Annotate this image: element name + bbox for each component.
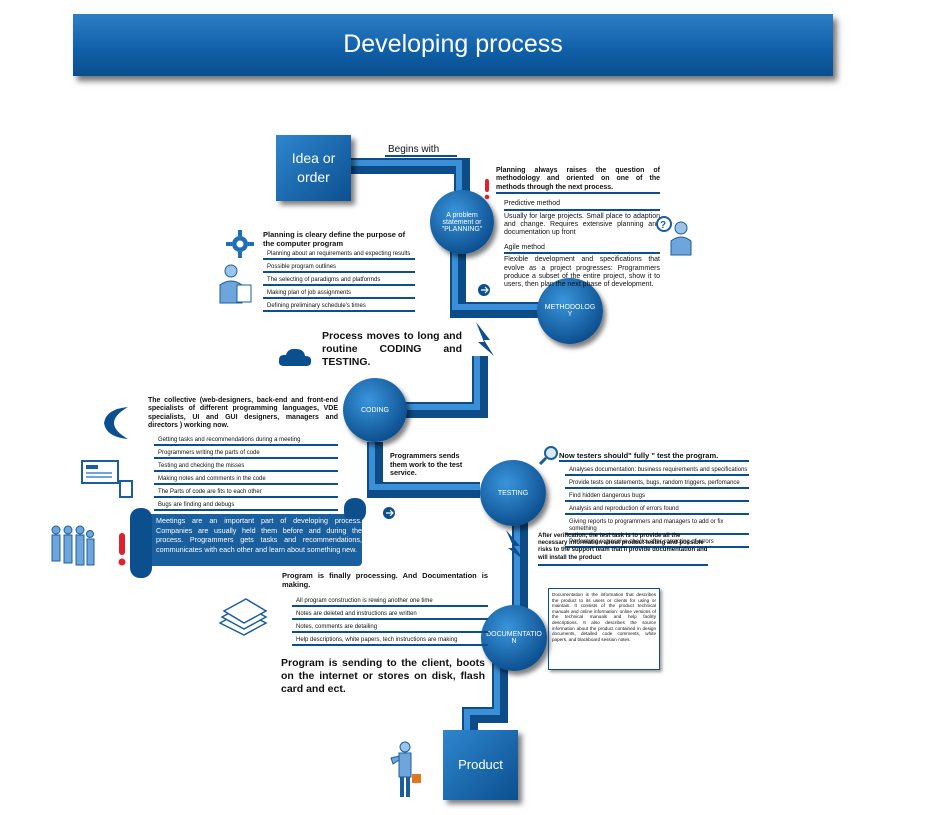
product-box: Product <box>443 730 518 800</box>
computer-icon <box>81 460 133 498</box>
methodology-circle: METHODOLOG Y <box>537 278 603 344</box>
coding-item: Making notes and comments in the code <box>154 475 338 485</box>
team-icon <box>51 525 95 566</box>
idea-box: Idea or order <box>276 135 351 201</box>
documentation-side-box: Documentation is the information that de… <box>548 588 660 670</box>
documentation-item: Notes, comments are detailing <box>292 623 488 633</box>
agile-title: Agile method <box>504 244 660 255</box>
planning-heading: Planning is cleary define the purpose of… <box>263 230 406 248</box>
documentation-side-text: Documentation is the information that de… <box>552 592 656 642</box>
methodology-note: Planning always raises the question of m… <box>496 167 660 290</box>
documents-icon <box>218 598 268 636</box>
testing-item: Analyses documentation: business require… <box>565 466 749 476</box>
methodology-heading: Planning always raises the question of m… <box>496 167 660 195</box>
exclamation-icon <box>484 179 490 200</box>
page-title: Developing process <box>73 14 833 76</box>
testing-item: Giving reports to programmers and manage… <box>565 518 749 535</box>
sending-text: Program is sending to the client, boots … <box>281 657 485 695</box>
coding-item: Bugs are finding and debugs <box>154 501 338 511</box>
documentation-item: Help descriptions, white papers, tech in… <box>292 636 488 646</box>
testing-item: Provide tests on statements, bugs, rando… <box>565 479 749 489</box>
coding-circle: CODING <box>343 378 407 442</box>
documentation-item: Notes are deleted and instructions are w… <box>292 610 488 620</box>
moon-icon <box>104 407 128 439</box>
testing-item: Performing regressive checks after corre… <box>565 538 749 548</box>
after-verification-text: After verification, the test task is to … <box>538 533 708 566</box>
documentation-note: Program is finally processing. And Docum… <box>282 571 488 649</box>
coding-item: Testing and checking the misses <box>154 462 338 472</box>
gear-icon <box>226 230 254 258</box>
planning-note: Planning is cleary define the purpose of… <box>263 230 415 315</box>
begins-with-label: Begins with <box>388 144 440 155</box>
businessman-icon <box>390 741 421 797</box>
documentation-heading: Program is finally processing. And Docum… <box>282 571 488 589</box>
predictive-text: Usually for large projects. Small place … <box>504 212 660 237</box>
lightning-icon <box>476 322 494 356</box>
cloud-icon <box>278 348 312 366</box>
magnifier-icon <box>539 446 558 465</box>
planning-item: Planning about an requirements and expec… <box>263 250 415 260</box>
testing-item: Find hidden dangerous bugs <box>565 492 749 502</box>
coding-heading: The collective (web-designers, back-end … <box>148 397 338 430</box>
testing-heading: Now testers should" fully " test the pro… <box>559 451 749 462</box>
coding-item: Getting tasks and recommendations during… <box>154 436 338 446</box>
planning-item: The selecting of paradigms and platformd… <box>263 276 415 286</box>
meetings-text: Meetings are an important part of develo… <box>156 516 362 554</box>
coding-note: The collective (web-designers, back-end … <box>148 397 338 514</box>
agile-text: Flexible development and specifications … <box>504 256 660 289</box>
testing-note: Now testers should" fully " test the pro… <box>559 451 749 551</box>
planning-circle: A problem statement or "PLANNING" <box>430 190 494 254</box>
meetings-scroll: Meetings are an important part of develo… <box>130 498 366 578</box>
planning-item: Defining preliminary schedule's times <box>263 302 415 312</box>
documentation-item: All program construction is rewing anoth… <box>292 597 488 607</box>
predictive-title: Predictive method <box>504 200 660 211</box>
coding-item: Programmers writing the parts of code <box>154 449 338 459</box>
planning-item: Making plan of job assignments <box>263 289 415 299</box>
programmers-send-text: Programmers sends them work to the test … <box>390 451 463 477</box>
planning-item: Possible program outlines <box>263 263 415 273</box>
exclamation-icon <box>118 533 126 566</box>
process-moves-text: Process moves to long and routine CODING… <box>322 330 462 368</box>
person-icon <box>219 264 252 304</box>
documentation-circle: DOCUMENTATIO N <box>481 605 547 671</box>
testing-circle: TESTING <box>480 460 546 526</box>
question-person-icon: ? <box>656 216 692 256</box>
testing-item: Analysis and reproduction of errors foun… <box>565 505 749 515</box>
svg-text:?: ? <box>660 220 666 231</box>
coding-item: The Parts of code are fits to each other <box>154 488 338 498</box>
lightning-icon <box>506 530 524 560</box>
